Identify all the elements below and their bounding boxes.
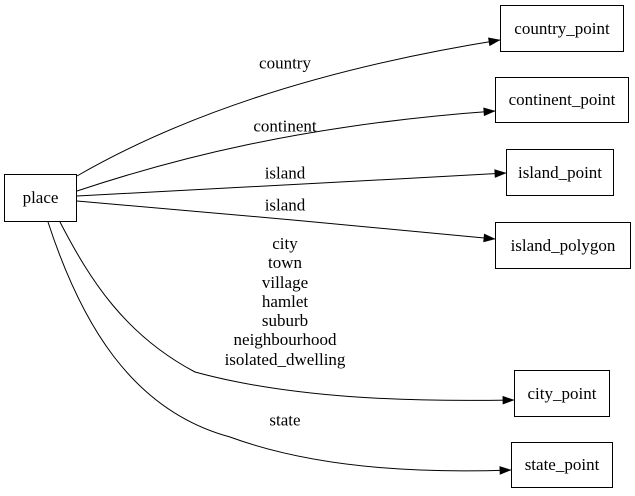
edge-place-state_point [47, 221, 512, 475]
node-island-polygon: island_polygon [495, 222, 631, 269]
node-country-point-label: country_point [514, 18, 610, 38]
node-state-point: state_point [511, 442, 613, 488]
node-place: place [4, 174, 77, 222]
node-island-polygon-label: island_polygon [510, 235, 616, 255]
node-city-point-label: city_point [527, 383, 597, 403]
node-place-label: place [22, 188, 59, 207]
node-island-point: island_point [506, 149, 614, 196]
node-country-point: country_point [500, 5, 624, 52]
edge-place-island_point [76, 169, 507, 197]
edge-place-country_point [76, 37, 501, 177]
edge-label-island-polygon: island [264, 195, 306, 215]
node-city-point: city_point [514, 370, 610, 417]
node-state-point-label: state_point [524, 455, 600, 474]
edge-place-continent_point [76, 107, 496, 192]
edge-label-island-point: island [264, 163, 306, 183]
edge-label-state: state [269, 410, 301, 430]
edge-place-island_polygon [76, 200, 496, 243]
node-continent-point: continent_point [495, 77, 629, 123]
edge-place-city_point [59, 221, 515, 405]
edge-label-country: country [259, 53, 311, 73]
node-island-point-label: island_point [517, 162, 603, 182]
node-continent-point-label: continent_point [508, 90, 616, 109]
edge-label-continent: continent [253, 116, 317, 136]
edge-label-city-group: city town village hamlet suburb neighbou… [224, 234, 346, 369]
